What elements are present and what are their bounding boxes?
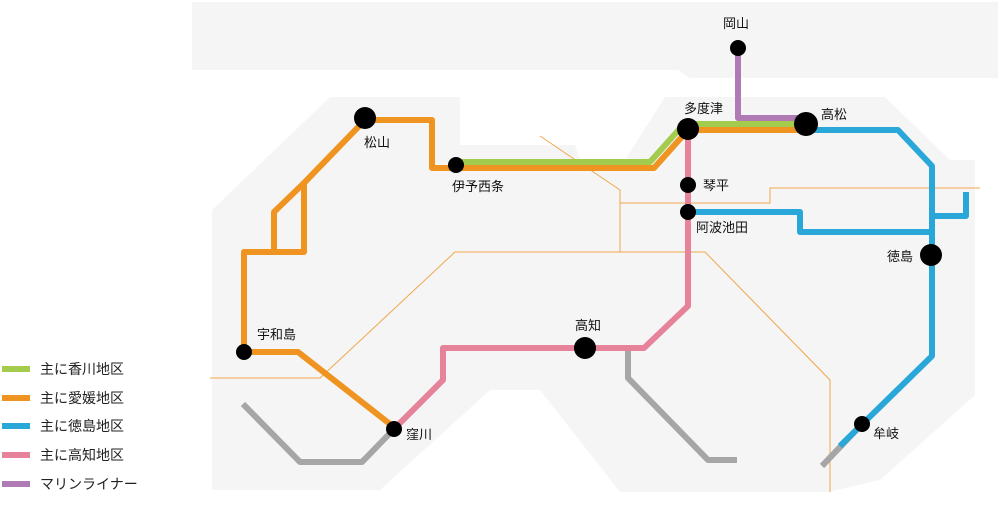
marine-liner-lines: [735, 48, 806, 121]
station-dot-matsuyama[interactable]: [354, 107, 376, 129]
legend-label-ehime: 主に愛媛地区: [40, 391, 124, 407]
land-areas: [192, 2, 998, 492]
station-label-uwajima: 宇和島: [257, 328, 296, 343]
legend-item-kagawa: 主に香川地区: [2, 362, 124, 378]
station-label-kochi: 高知: [575, 318, 601, 334]
border-line: [620, 187, 980, 204]
naruto-line-tokushima: [932, 192, 969, 219]
station-dot-kochi[interactable]: [574, 337, 596, 359]
station-labels: 岡山 多度津 高松 松山 伊予西条 琴平 阿波池田 徳島 宇和島 高知 窪川 牟…: [257, 17, 913, 443]
station-label-takamatsu: 高松: [821, 107, 847, 123]
legend-label-marine: マリンライナー: [40, 477, 138, 493]
legend-swatch-kochi: [2, 452, 30, 458]
dosan-line-kochi: [392, 130, 691, 431]
stations: [236, 40, 942, 437]
border-line: [539, 135, 621, 252]
legend-label-kagawa: 主に香川地区: [40, 362, 124, 378]
station-label-matsuyama: 松山: [364, 136, 390, 151]
tokushima-line-tokushima: [688, 209, 932, 235]
marine-liner-line: [735, 48, 806, 121]
station-dot-tokushima[interactable]: [920, 244, 942, 266]
yodo-line-grey: [240, 401, 398, 465]
honshu-land: [192, 2, 998, 78]
legend-label-kochi: 主に高知地区: [40, 447, 124, 464]
station-dot-okayama[interactable]: [730, 40, 746, 56]
shikoku-land: [212, 97, 975, 492]
border-line: [210, 251, 831, 492]
legend-label-tokushima: 主に徳島地区: [40, 419, 124, 435]
ehime-lines: [241, 117, 806, 431]
station-label-tadotsu: 多度津: [684, 101, 723, 117]
legend-item-marine: マリンライナー: [2, 477, 138, 493]
station-label-kubokawa: 窪川: [406, 427, 432, 443]
legend-swatch-marine: [2, 481, 30, 487]
station-label-awaikeda: 阿波池田: [696, 221, 748, 236]
station-dot-kotohira[interactable]: [680, 177, 696, 193]
station-label-okayama: 岡山: [723, 17, 749, 32]
kagawa-lines: [456, 121, 806, 165]
legend-item-tokushima: 主に徳島地区: [2, 419, 124, 435]
tokushima-lines: [688, 127, 969, 449]
station-dot-iyosaijo[interactable]: [448, 157, 464, 173]
station-dot-mugi[interactable]: [854, 416, 870, 432]
legend: 主に香川地区 主に愛媛地区 主に徳島地区 主に高知地区 マリンライナー: [2, 362, 138, 493]
station-dot-uwajima[interactable]: [236, 344, 252, 360]
legend-item-ehime: 主に愛媛地区: [2, 391, 124, 407]
prefecture-borders: [210, 135, 980, 492]
yosan-line-kagawa: [456, 121, 806, 165]
tosa-kuroshio-grey: [625, 348, 737, 463]
yodo-line-ehime: [244, 349, 397, 431]
station-dot-tadotsu[interactable]: [677, 118, 699, 140]
legend-swatch-ehime: [2, 395, 30, 401]
legend-swatch-kagawa: [2, 366, 30, 372]
legend-swatch-tokushima: [2, 423, 30, 429]
station-label-kotohira: 琴平: [703, 179, 729, 194]
uchiko-branch-ehime: [271, 180, 307, 252]
station-dot-kubokawa[interactable]: [386, 421, 402, 437]
kotoku-line-tokushima: [806, 127, 935, 449]
kochi-lines: [392, 130, 691, 431]
legend-item-kochi: 主に高知地区: [2, 447, 124, 464]
station-label-mugi: 牟岐: [873, 427, 899, 442]
station-dot-takamatsu[interactable]: [794, 112, 818, 136]
station-dot-awaikeda[interactable]: [680, 204, 696, 220]
station-label-iyosaijo: 伊予西条: [452, 179, 504, 195]
station-label-tokushima: 徳島: [887, 250, 913, 265]
